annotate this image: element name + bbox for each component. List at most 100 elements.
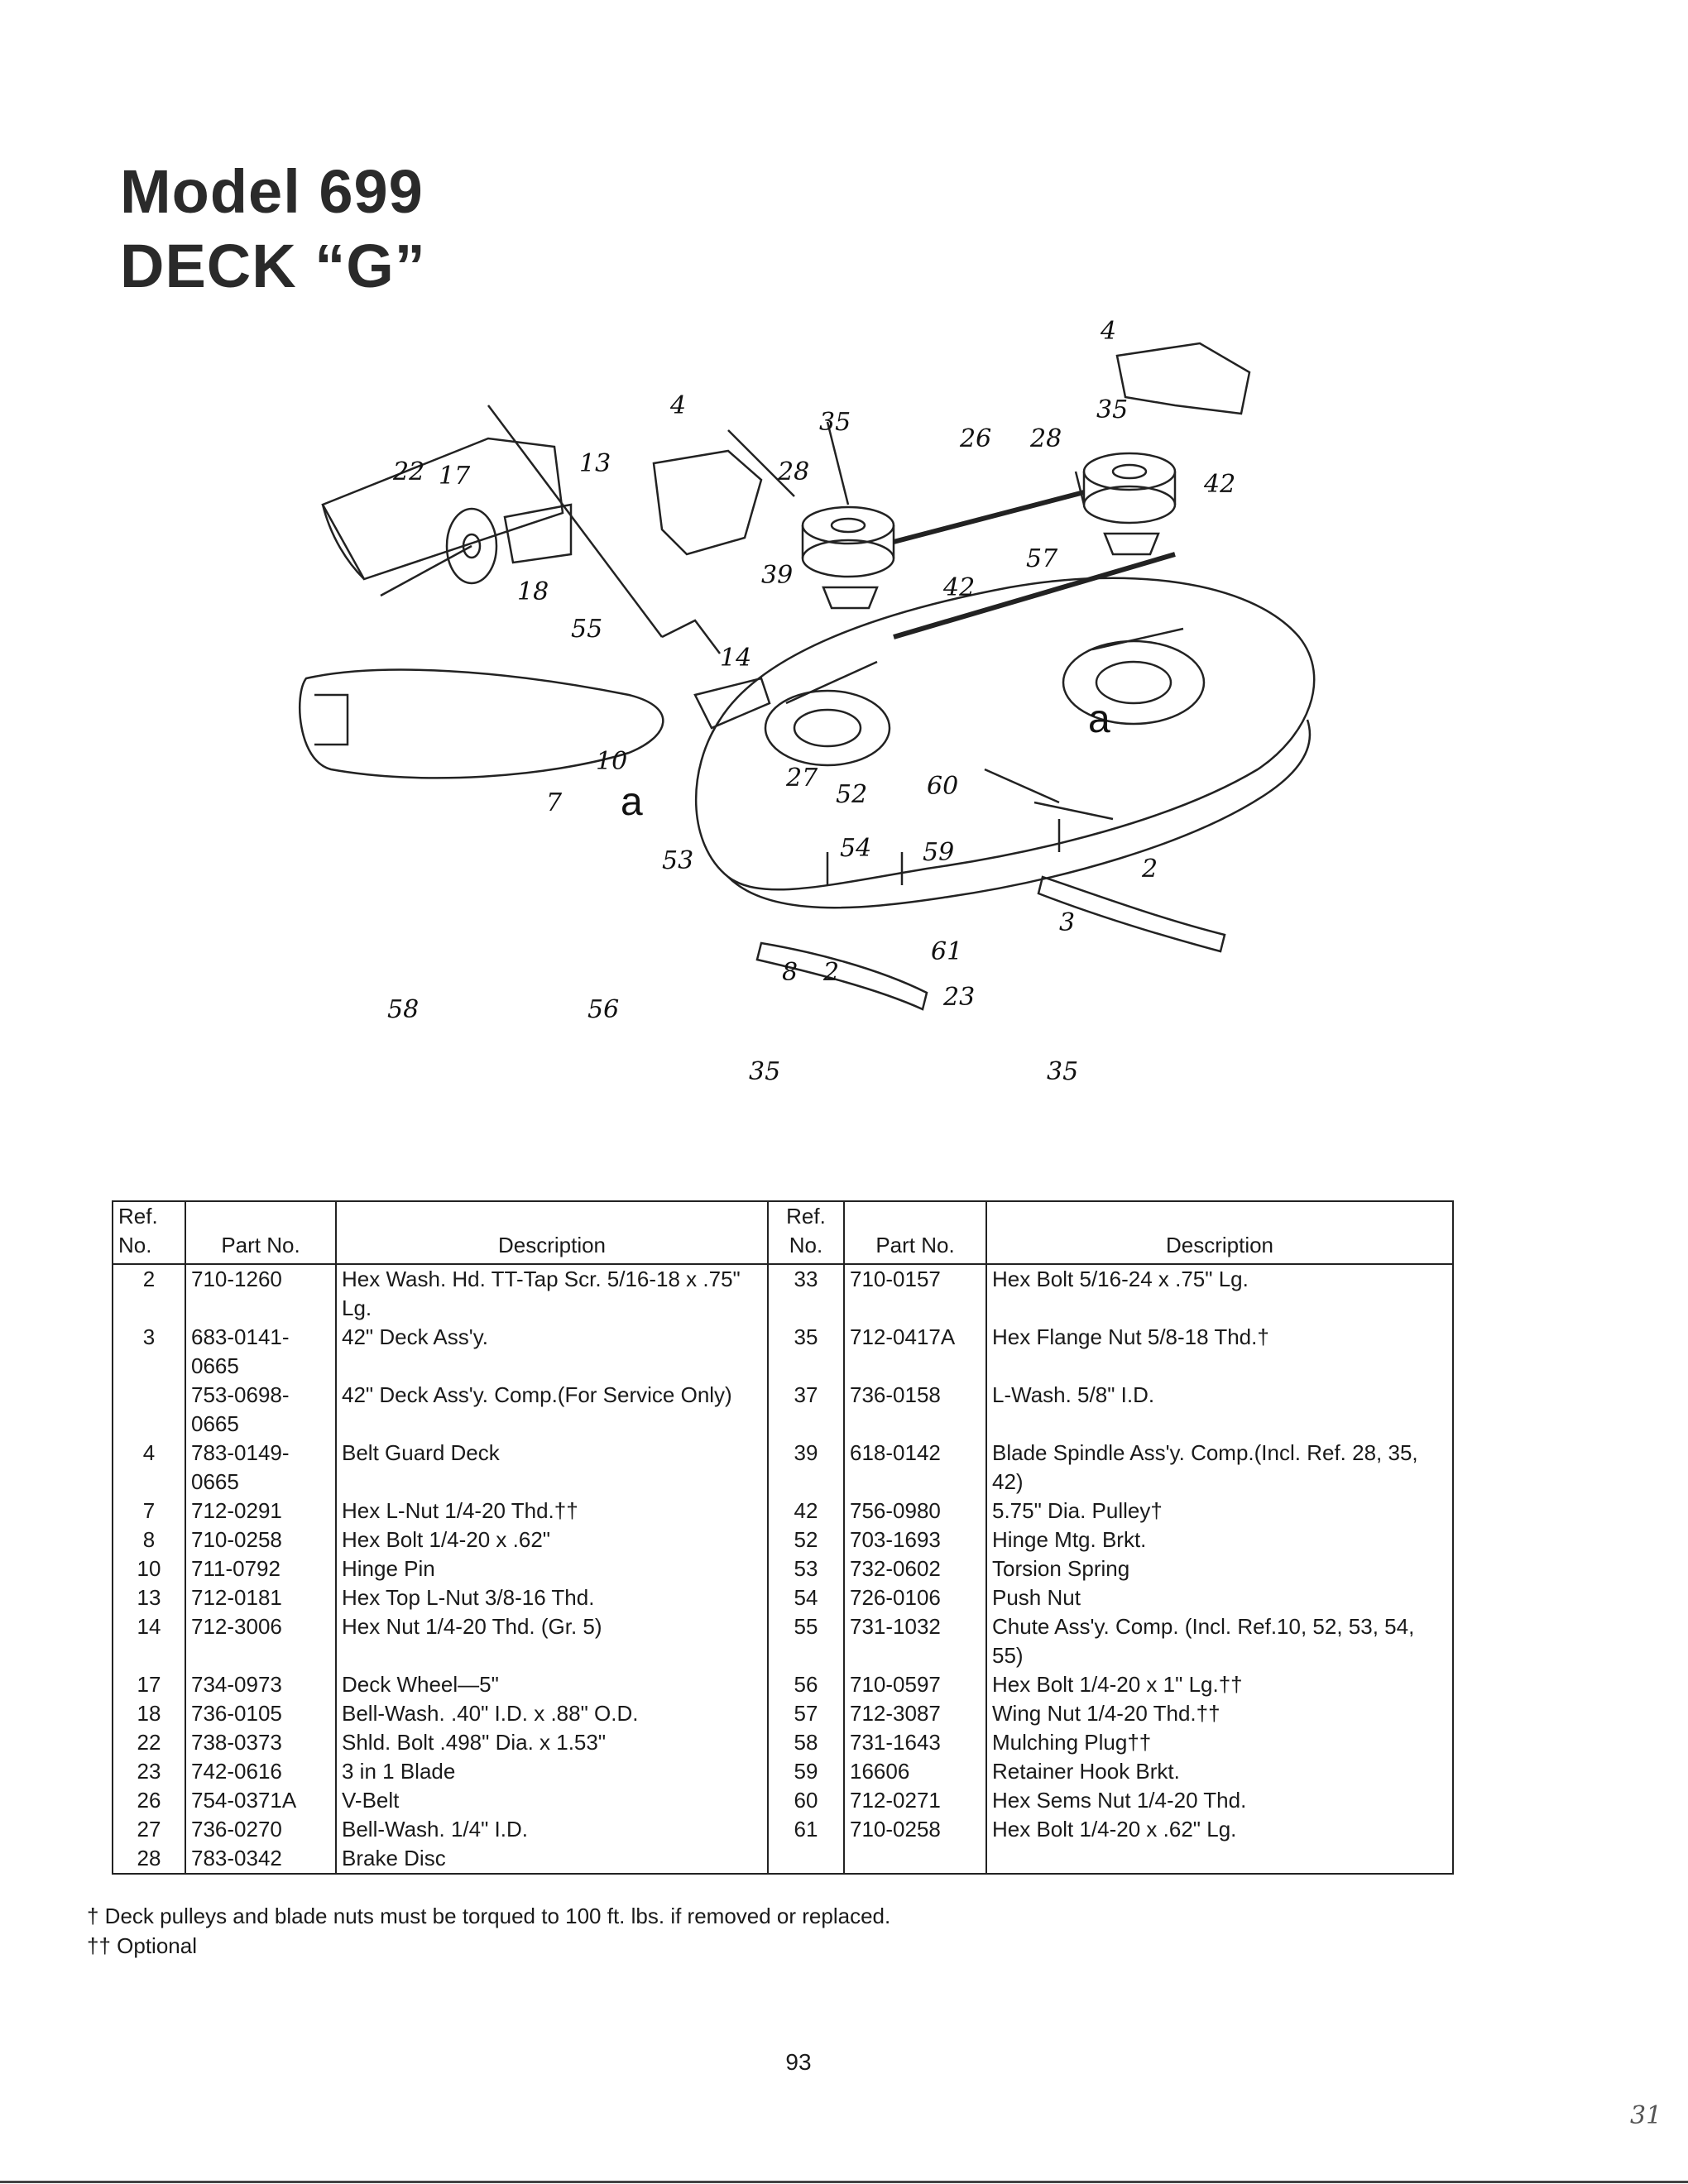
callout: 18 (517, 577, 549, 606)
ref-number: 54 (767, 1583, 845, 1612)
part-number: 712-3087 (843, 1699, 987, 1728)
ref-number: 59 (767, 1757, 845, 1786)
exploded-parts-diagram: 4 4 35 35 26 28 28 42 42 22 17 13 18 39 … (299, 317, 1316, 1086)
callout-letter: a (1088, 697, 1110, 741)
description: Hex Bolt 1/4-20 x .62" (335, 1525, 769, 1554)
callout: 35 (819, 408, 851, 437)
part-number: 732-0602 (843, 1554, 987, 1583)
description: Hinge Pin (335, 1554, 769, 1583)
description: Deck Wheel—5" (335, 1670, 769, 1699)
part-number: 710-0258 (843, 1815, 987, 1844)
table-header-row: Ref. No. Part No. Description Ref. No. P… (112, 1201, 1454, 1265)
ref-number: 17 (112, 1670, 186, 1699)
description: V-Belt (335, 1786, 769, 1815)
blade-right (1037, 875, 1226, 953)
deck-wheel (445, 507, 498, 585)
callout: 56 (587, 995, 619, 1024)
ref-number: 61 (767, 1815, 845, 1844)
bottom-rule (0, 2181, 1688, 2183)
callout: 59 (923, 838, 954, 867)
description: Mulching Plug†† (985, 1728, 1454, 1757)
ref-number: 8 (112, 1525, 186, 1554)
ref-number: 23 (112, 1757, 186, 1786)
description: 42" Deck Ass'y. Comp.(For Service Only) (335, 1381, 769, 1439)
description: Torsion Spring (985, 1554, 1454, 1583)
part-number: 734-0973 (185, 1670, 337, 1699)
description: 42" Deck Ass'y. (335, 1323, 769, 1381)
ref-number: 2 (112, 1264, 186, 1323)
blade-left (755, 941, 928, 1011)
margin-mark: 31 (1630, 2101, 1662, 2130)
callout: 52 (836, 780, 867, 809)
part-number: 754-0371A (185, 1786, 337, 1815)
ref-number: 4 (112, 1439, 186, 1497)
part-number: 731-1032 (843, 1612, 987, 1670)
description: Hex Flange Nut 5/8-18 Thd.† (985, 1323, 1454, 1381)
col-part-header: Part No. (185, 1201, 337, 1265)
description: 3 in 1 Blade (335, 1757, 769, 1786)
ref-number: 7 (112, 1497, 186, 1525)
part-number: 703-1693 (843, 1525, 987, 1554)
description: 5.75" Dia. Pulley† (985, 1497, 1454, 1525)
ref-number: 27 (112, 1815, 186, 1844)
description: Wing Nut 1/4-20 Thd.†† (985, 1699, 1454, 1728)
callout: 2 (822, 958, 839, 987)
part-number: 738-0373 (185, 1728, 337, 1757)
part-number: 712-3006 (185, 1612, 337, 1670)
part-number: 742-0616 (185, 1757, 337, 1786)
deck-shell (695, 577, 1316, 891)
part-number: 756-0980 (843, 1497, 987, 1525)
description: Blade Spindle Ass'y. Comp.(Incl. Ref. 28… (985, 1439, 1454, 1497)
col-ref-header: Ref. No. (112, 1201, 186, 1265)
ref-number: 42 (767, 1497, 845, 1525)
callout: 57 (1026, 544, 1058, 573)
callout: 4 (1100, 317, 1116, 346)
description: Hex Top L-Nut 3/8-16 Thd. (335, 1583, 769, 1612)
callout-letter: a (621, 780, 643, 824)
callout: 28 (777, 457, 809, 486)
part-number: 736-0270 (185, 1815, 337, 1844)
ref-number: 26 (112, 1786, 186, 1815)
callout: 13 (579, 449, 611, 478)
callout: 2 (1141, 855, 1158, 884)
model-title: Model 699 (120, 157, 424, 226)
col-desc-header: Description (335, 1201, 769, 1265)
parts-list-table: Ref. No. Part No. Description Ref. No. P… (112, 1200, 1454, 1875)
description: Brake Disc (335, 1844, 769, 1874)
discharge-chute (321, 437, 564, 581)
part-number: 736-0158 (843, 1381, 987, 1439)
belt-guard-left (652, 449, 763, 556)
ref-number: 18 (112, 1699, 186, 1728)
part-number (843, 1844, 987, 1874)
col-desc-header: Description (985, 1201, 1454, 1265)
part-number: 618-0142 (843, 1439, 987, 1497)
ref-number: 33 (767, 1264, 845, 1323)
callout: 55 (571, 615, 602, 644)
part-number: 711-0792 (185, 1554, 337, 1583)
description: Hex Wash. Hd. TT-Tap Scr. 5/16-18 x .75"… (335, 1264, 769, 1323)
ref-number: 60 (767, 1786, 845, 1815)
callout: 27 (785, 764, 818, 793)
part-number: 710-0157 (843, 1264, 987, 1323)
description: Hex Nut 1/4-20 Thd. (Gr. 5) (335, 1612, 769, 1670)
ref-number: 3 (112, 1323, 186, 1381)
callout: 35 (1096, 395, 1128, 424)
part-number: 16606 (843, 1757, 987, 1786)
callout: 54 (840, 834, 871, 863)
ref-number: 55 (767, 1612, 845, 1670)
ref-number: 37 (767, 1381, 845, 1439)
v-belt (893, 490, 1176, 639)
description: Bell-Wash. 1/4" I.D. (335, 1815, 769, 1844)
callout: 26 (959, 424, 991, 453)
part-number: 710-1260 (185, 1264, 337, 1323)
callout: 42 (942, 573, 975, 602)
part-number: 712-0181 (185, 1583, 337, 1612)
part-number: 710-0597 (843, 1670, 987, 1699)
